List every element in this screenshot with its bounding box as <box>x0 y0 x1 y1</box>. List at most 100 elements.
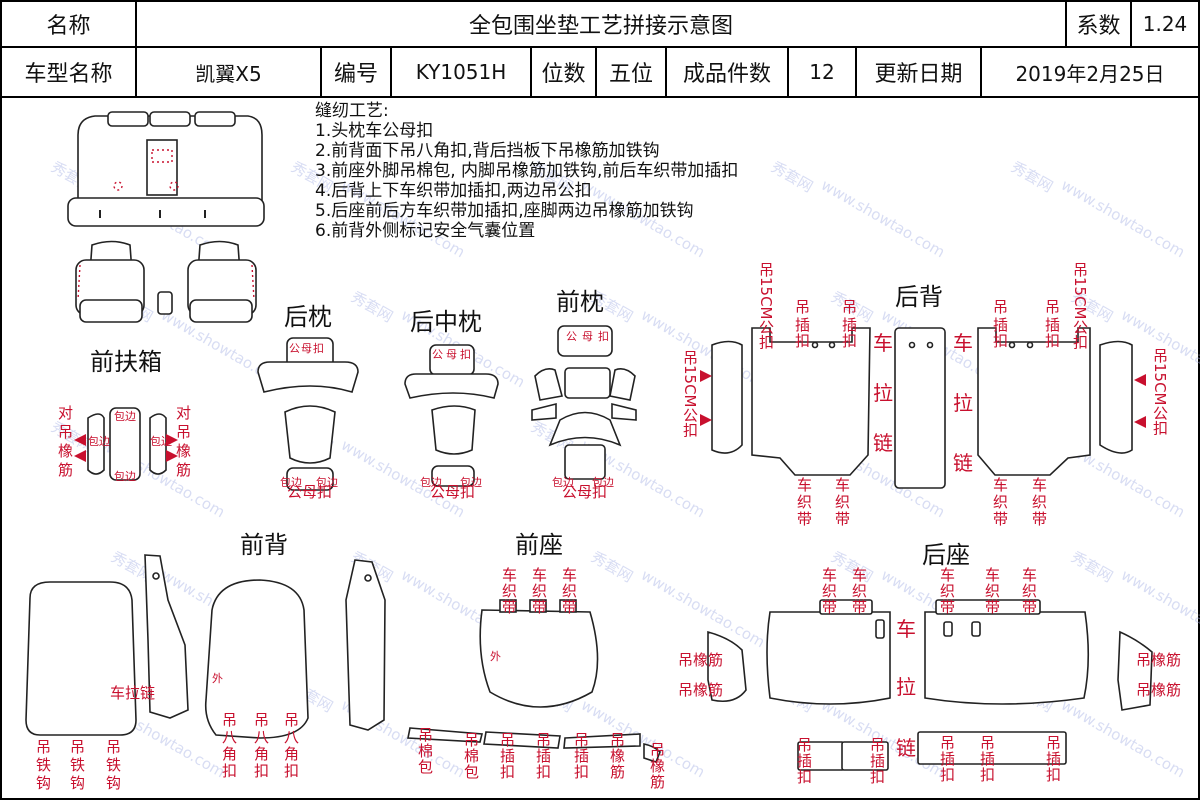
sewing-note-4: 4.后背上下车织带加插扣,两边吊公扣 <box>315 181 592 201</box>
sewing-notes-title: 缝纫工艺: <box>315 101 389 121</box>
label-jiao-fb-6: 角 <box>284 745 299 763</box>
label-diao-fb-4: 吊 <box>222 711 237 729</box>
label-diao-fb-6: 吊 <box>284 711 299 729</box>
label-kou-fs-4: 扣 <box>536 763 551 781</box>
label-che-rb-1: 车 <box>873 331 893 355</box>
label-dai-rs-5: 带 <box>1022 598 1037 616</box>
label-cha-rb-2: 插 <box>842 316 857 334</box>
label-diao-fs-5: 吊 <box>574 731 589 749</box>
label-tie-fb-3: 铁 <box>106 756 121 774</box>
header-seats-label-text: 位数 <box>541 62 586 87</box>
label-cha-rs-b2: 插 <box>870 752 885 770</box>
armrest-labels: 对 吊 橡 筋 对 吊 橡 筋 包边 包边 包边 包边 <box>58 404 191 483</box>
header-seats-value: 五位 <box>595 46 667 98</box>
label-diao-fs-2: 吊 <box>464 731 479 749</box>
label-cha-rb-4: 插 <box>1045 316 1060 334</box>
label-gongmukou-rmh: 公母扣 <box>430 483 475 501</box>
label-ba-fb-6: 八 <box>284 728 299 746</box>
label-diaoxiangjin-rs-2: 吊橡筋 <box>678 681 723 699</box>
label-jin-left: 筋 <box>58 461 73 479</box>
label-tie-fb-2: 铁 <box>70 756 85 774</box>
label-la-rb-2: 拉 <box>953 391 973 415</box>
label-zhi-rb-b4: 织 <box>1032 493 1047 511</box>
label-che-fs-3: 车 <box>562 566 577 584</box>
label-zhi-rb-b2: 织 <box>835 493 850 511</box>
arrow-armrest-left-1 <box>74 434 86 446</box>
label-cha-fs-5: 插 <box>574 747 589 765</box>
label-baobian-fh-1: 包边 <box>552 476 574 489</box>
label-diao15-rb-top-right: 吊15CM公扣 <box>1071 262 1089 351</box>
label-diao-fb-5: 吊 <box>254 711 269 729</box>
label-dui-right: 对 <box>176 404 191 422</box>
sewing-note-3: 3.前座外脚吊棉包, 内脚吊橡筋加铁钩,前后车织带加插扣 <box>315 161 739 181</box>
label-baobian-rmh-1: 包边 <box>420 476 442 489</box>
label-baobian-fh-2: 包边 <box>592 476 614 489</box>
header-seats-label: 位数 <box>530 46 597 98</box>
arrow-armrest-left-2 <box>74 450 86 462</box>
label-lian-rb-2: 链 <box>953 451 973 475</box>
arrow-rb-right-2 <box>1134 416 1146 428</box>
label-xiang-left: 橡 <box>58 442 73 460</box>
label-diao-fs-3: 吊 <box>500 731 515 749</box>
label-zhi-rs-1: 织 <box>822 582 837 600</box>
label-cha-rs-b4: 插 <box>980 750 995 768</box>
label-diao-left: 吊 <box>58 423 73 441</box>
label-dai-rs-1: 带 <box>822 598 837 616</box>
label-kou-fb-4: 扣 <box>222 762 237 780</box>
arrow-rb-right-1 <box>1134 374 1146 386</box>
label-kou-rmh: 扣 <box>460 347 471 361</box>
section-title-rear-back: 后背 <box>895 283 943 311</box>
label-diao-rb-1: 吊 <box>795 298 810 316</box>
section-title-front-seat: 前座 <box>515 531 563 559</box>
label-diao-rb-4: 吊 <box>1045 298 1060 316</box>
label-diao-rs-b2: 吊 <box>870 736 885 754</box>
sewing-note-6: 6.前背外侧标记安全气囊位置 <box>315 221 536 241</box>
label-lian-rb-1: 链 <box>873 431 893 455</box>
header-model-value-text: 凯翼X5 <box>195 61 262 86</box>
label-dai-rb-b1: 带 <box>797 510 812 528</box>
label-dai-rb-b3: 带 <box>993 510 1008 528</box>
label-diao-rs-b3: 吊 <box>940 734 955 752</box>
label-kou-rb-4: 扣 <box>1045 332 1060 350</box>
watermark-cn-4: 秀套网 <box>1008 158 1056 196</box>
label-diao-fb-2: 吊 <box>70 738 85 756</box>
label-la-rb-1: 拉 <box>873 381 893 405</box>
header-seats-value-text: 五位 <box>608 62 653 87</box>
label-diaoxiangjin-rs-4: 吊橡筋 <box>1136 681 1181 699</box>
label-cha-fs-3: 插 <box>500 747 515 765</box>
label-che-rb-b4: 车 <box>1032 476 1047 494</box>
label-diao-rb-3: 吊 <box>993 298 1008 316</box>
front-seat-labels: 车 织 带 车 织 带 车 织 带 外 吊 棉 包 吊 棉 包 吊 插 扣 吊 … <box>418 566 665 791</box>
header-pieces-value-text: 12 <box>809 60 835 84</box>
label-mu-rh: 母 <box>301 342 312 355</box>
label-che-rs-2: 车 <box>852 566 867 584</box>
header-code-label: 编号 <box>320 46 392 98</box>
label-mu-fh: 母 <box>582 330 593 343</box>
label-diao-right: 吊 <box>176 423 191 441</box>
label-zhi-fs-2: 织 <box>532 582 547 600</box>
label-xiang-right: 橡 <box>176 442 191 460</box>
rear-back-labels: 吊15CM公扣 吊15CM公扣 吊15CM公扣 吊15CM公扣 吊 插 扣 吊 … <box>681 262 1169 528</box>
section-title-front-back: 前背 <box>240 531 288 559</box>
front-headrest-labels: 公 母 扣 包边 包边 公母扣 <box>552 329 614 501</box>
section-title-rear-headrest: 后枕 <box>284 303 332 331</box>
front-back-labels: 车拉链 外 吊 铁 钩 吊 铁 钩 吊 铁 钩 吊 八 角 扣 吊 八 角 扣 … <box>36 672 299 792</box>
label-cha-rb-3: 插 <box>993 316 1008 334</box>
watermark-cn-17: 秀套网 <box>588 548 636 586</box>
label-zhi-rs-3: 织 <box>940 582 955 600</box>
label-che-fs-1: 车 <box>502 566 517 584</box>
label-cha-rs-b1: 插 <box>797 752 812 770</box>
label-zhi-rb-b1: 织 <box>797 493 812 511</box>
label-gong-fh: 公 <box>566 330 577 343</box>
label-gong-rmh: 公 <box>432 348 443 361</box>
label-kou-fh: 扣 <box>598 329 609 343</box>
header-date-label-text: 更新日期 <box>874 62 963 87</box>
label-kou-fs-5: 扣 <box>574 763 589 781</box>
label-diao-fs-7: 吊 <box>650 741 665 759</box>
label-kou-rs-b4: 扣 <box>980 766 995 784</box>
sewing-note-2: 2.前背面下吊八角扣,背后挡板下吊橡筋加铁钩 <box>315 141 660 161</box>
label-jin-fs-6: 筋 <box>610 763 625 781</box>
header-code-value-text: KY1051H <box>415 60 507 84</box>
header-code-value: KY1051H <box>390 46 532 98</box>
label-jin-right: 筋 <box>176 461 191 479</box>
